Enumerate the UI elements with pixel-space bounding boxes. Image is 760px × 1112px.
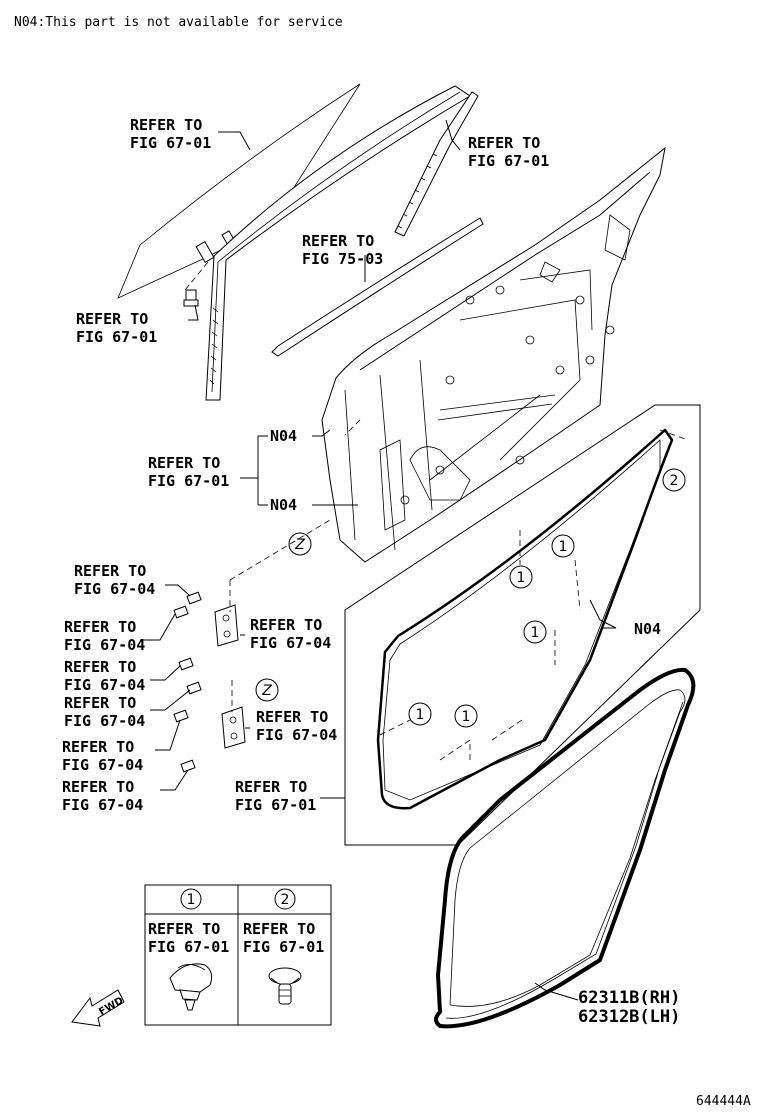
legend-marker-1: 1 bbox=[187, 892, 196, 908]
svg-text:REFER TO: REFER TO bbox=[74, 562, 146, 580]
marker-circle-1-a: 1 bbox=[551, 534, 575, 558]
svg-text:FIG 67-01: FIG 67-01 bbox=[148, 472, 229, 490]
label-n04-weatherstrip: N04 bbox=[634, 620, 661, 638]
svg-text:REFER TO: REFER TO bbox=[64, 618, 136, 636]
part-number-rh: 62311B(RH) bbox=[578, 988, 680, 1008]
legend-col2-line1: REFER TO bbox=[243, 920, 315, 938]
legend-col2-line2: FIG 67-01 bbox=[243, 938, 324, 956]
svg-text:REFER TO: REFER TO bbox=[148, 454, 220, 472]
svg-text:2: 2 bbox=[670, 473, 679, 489]
label-hinge-bolt-4: REFER TO FIG 67-04 bbox=[64, 694, 145, 730]
svg-text:1: 1 bbox=[462, 709, 471, 725]
label-n04-bottom: N04 bbox=[270, 496, 297, 514]
lower-hinge bbox=[221, 680, 246, 749]
label-hinge-lower: REFER TO FIG 67-04 bbox=[256, 708, 337, 744]
label-runchannel: REFER TO FIG 67-01 bbox=[468, 134, 549, 170]
svg-text:REFER TO: REFER TO bbox=[256, 708, 328, 726]
label-hinge-upper: REFER TO FIG 67-04 bbox=[250, 616, 331, 652]
svg-text:REFER TO: REFER TO bbox=[130, 116, 202, 134]
svg-text:REFER TO: REFER TO bbox=[62, 738, 134, 756]
svg-text:1: 1 bbox=[517, 570, 526, 586]
marker-circle-1-c: 1 bbox=[523, 620, 547, 644]
marker-circle-z-hinge: Z bbox=[255, 678, 279, 702]
legend-col1-line2: FIG 67-01 bbox=[148, 938, 229, 956]
legend-marker-2: 2 bbox=[281, 892, 290, 908]
label-hinge-bolt-1: REFER TO FIG 67-04 bbox=[74, 562, 155, 598]
fwd-label: FWD bbox=[97, 995, 125, 1018]
svg-text:1: 1 bbox=[531, 625, 540, 641]
svg-text:REFER TO: REFER TO bbox=[64, 694, 136, 712]
svg-text:REFER TO: REFER TO bbox=[76, 310, 148, 328]
upper-hinge bbox=[214, 580, 239, 647]
svg-text:REFER TO: REFER TO bbox=[62, 778, 134, 796]
svg-text:1: 1 bbox=[416, 707, 425, 723]
svg-text:Z: Z bbox=[294, 537, 305, 553]
label-belt-molding: REFER TO FIG 75-03 bbox=[302, 232, 383, 268]
label-glass-top: REFER TO FIG 67-01 bbox=[130, 116, 211, 152]
clip-legend-table: 1 2 REFER TO FIG 67-01 REFER TO FIG 67-0… bbox=[144, 884, 332, 1026]
leader-lines bbox=[140, 119, 617, 1001]
svg-text:FIG 67-04: FIG 67-04 bbox=[62, 796, 143, 814]
svg-text:FIG 67-01: FIG 67-01 bbox=[235, 796, 316, 814]
clip-2-drawing bbox=[268, 967, 302, 1005]
marker-circle-1-d: 1 bbox=[408, 702, 432, 726]
label-hinge-bolt-3: REFER TO FIG 67-04 bbox=[64, 658, 145, 694]
label-n04-top: N04 bbox=[270, 427, 297, 445]
label-weatherstrip-ref: REFER TO FIG 67-01 bbox=[235, 778, 316, 814]
header-note: N04:This part is not available for servi… bbox=[14, 15, 343, 30]
belt-molding bbox=[271, 217, 484, 357]
door-panel bbox=[321, 146, 666, 563]
hinge-bolts bbox=[173, 591, 202, 773]
svg-text:REFER TO: REFER TO bbox=[468, 134, 540, 152]
label-hinge-bolt-5: REFER TO FIG 67-04 bbox=[62, 738, 143, 774]
marker-circle-1-b: 1 bbox=[509, 565, 533, 589]
svg-text:REFER TO: REFER TO bbox=[250, 616, 322, 634]
label-hinge-bolt-2: REFER TO FIG 67-04 bbox=[64, 618, 145, 654]
marker-circle-2-top: 2 bbox=[662, 468, 686, 492]
legend-col1-line1: REFER TO bbox=[148, 920, 220, 938]
svg-text:FIG 67-04: FIG 67-04 bbox=[250, 634, 331, 652]
label-hinge-bolt-6: REFER TO FIG 67-04 bbox=[62, 778, 143, 814]
svg-text:FIG 67-04: FIG 67-04 bbox=[64, 712, 145, 730]
svg-text:FIG 67-01: FIG 67-01 bbox=[130, 134, 211, 152]
svg-text:Z: Z bbox=[261, 683, 272, 699]
rear-channel-strip bbox=[394, 91, 479, 237]
hinge-guide-line bbox=[229, 519, 331, 581]
svg-text:REFER TO: REFER TO bbox=[235, 778, 307, 796]
svg-text:FIG 75-03: FIG 75-03 bbox=[302, 250, 383, 268]
part-number-lh: 62312B(LH) bbox=[578, 1007, 680, 1027]
body-weatherstrip bbox=[434, 667, 696, 1029]
svg-text:FIG 67-04: FIG 67-04 bbox=[74, 580, 155, 598]
marker-circle-1-e: 1 bbox=[454, 704, 478, 728]
marker-circle-z-door: Z bbox=[288, 532, 312, 556]
label-door-panel: REFER TO FIG 67-01 bbox=[148, 454, 229, 490]
label-glass-bolt: REFER TO FIG 67-01 bbox=[76, 310, 157, 346]
glass-bolt bbox=[183, 261, 209, 307]
svg-text:REFER TO: REFER TO bbox=[64, 658, 136, 676]
svg-text:REFER TO: REFER TO bbox=[302, 232, 374, 250]
svg-text:FIG 67-04: FIG 67-04 bbox=[64, 676, 145, 694]
svg-text:FIG 67-01: FIG 67-01 bbox=[76, 328, 157, 346]
figure-code: 644444A bbox=[696, 1094, 751, 1109]
svg-text:FIG 67-04: FIG 67-04 bbox=[62, 756, 143, 774]
svg-text:FIG 67-04: FIG 67-04 bbox=[256, 726, 337, 744]
clip-1-drawing bbox=[169, 963, 213, 1011]
svg-text:FIG 67-01: FIG 67-01 bbox=[468, 152, 549, 170]
svg-text:1: 1 bbox=[559, 539, 568, 555]
svg-text:FIG 67-04: FIG 67-04 bbox=[64, 636, 145, 654]
fwd-arrow-icon: FWD bbox=[71, 989, 125, 1027]
weatherstrip-box bbox=[344, 404, 701, 846]
